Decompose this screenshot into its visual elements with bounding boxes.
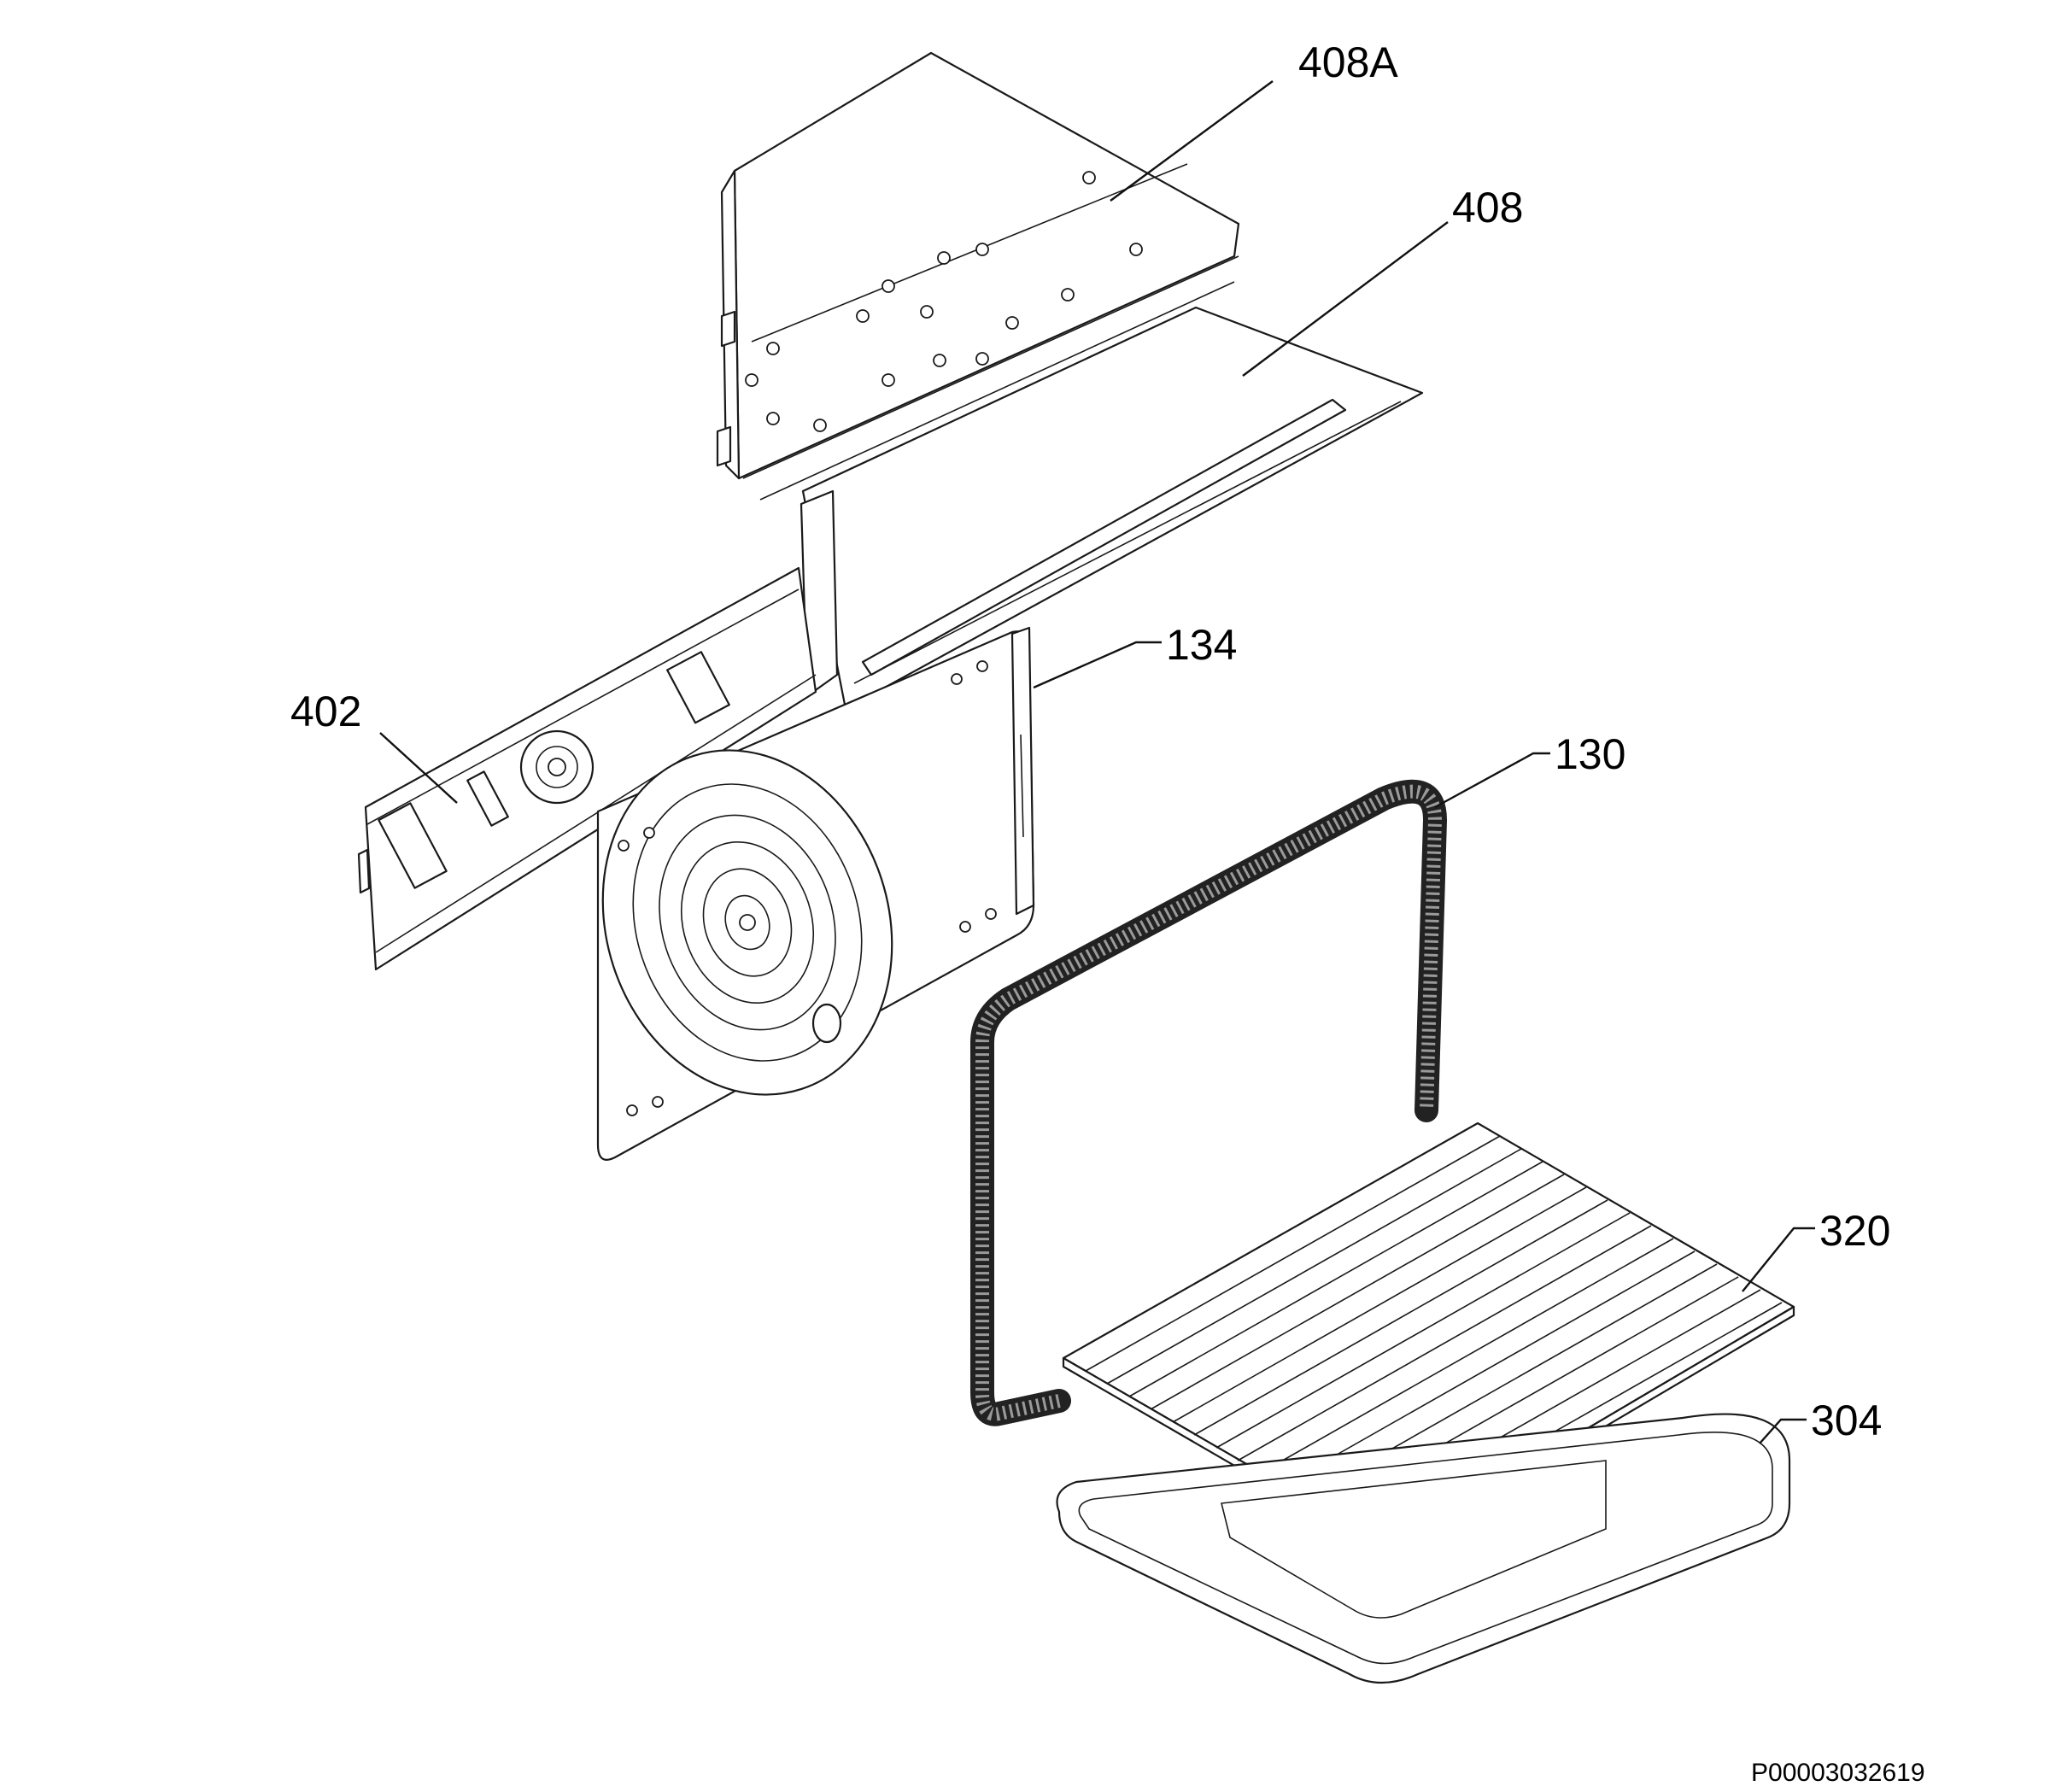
drawing-code: P00003032619	[1751, 1759, 1925, 1787]
part-402-rear-panel[interactable]	[357, 566, 817, 971]
part-304-baking-tray[interactable]	[1056, 1413, 1791, 1684]
label-402: 402	[290, 688, 361, 735]
label-408a: 408A	[1298, 38, 1398, 86]
part-labels: 408A 408 134 402 130 320 304	[290, 38, 1890, 1444]
label-408: 408	[1452, 184, 1523, 231]
label-320: 320	[1819, 1207, 1890, 1255]
part-134-rear-wall[interactable]	[559, 626, 1035, 1161]
label-304: 304	[1811, 1397, 1882, 1444]
part-408a-top-panel[interactable]	[716, 51, 1240, 501]
leader-lines	[379, 80, 1815, 1444]
label-134: 134	[1166, 621, 1237, 669]
fan-grille	[659, 814, 836, 1031]
label-130: 130	[1555, 730, 1625, 778]
part-130-door-seal[interactable]	[970, 779, 1447, 1426]
part-408-cover-plate[interactable]	[800, 306, 1424, 711]
